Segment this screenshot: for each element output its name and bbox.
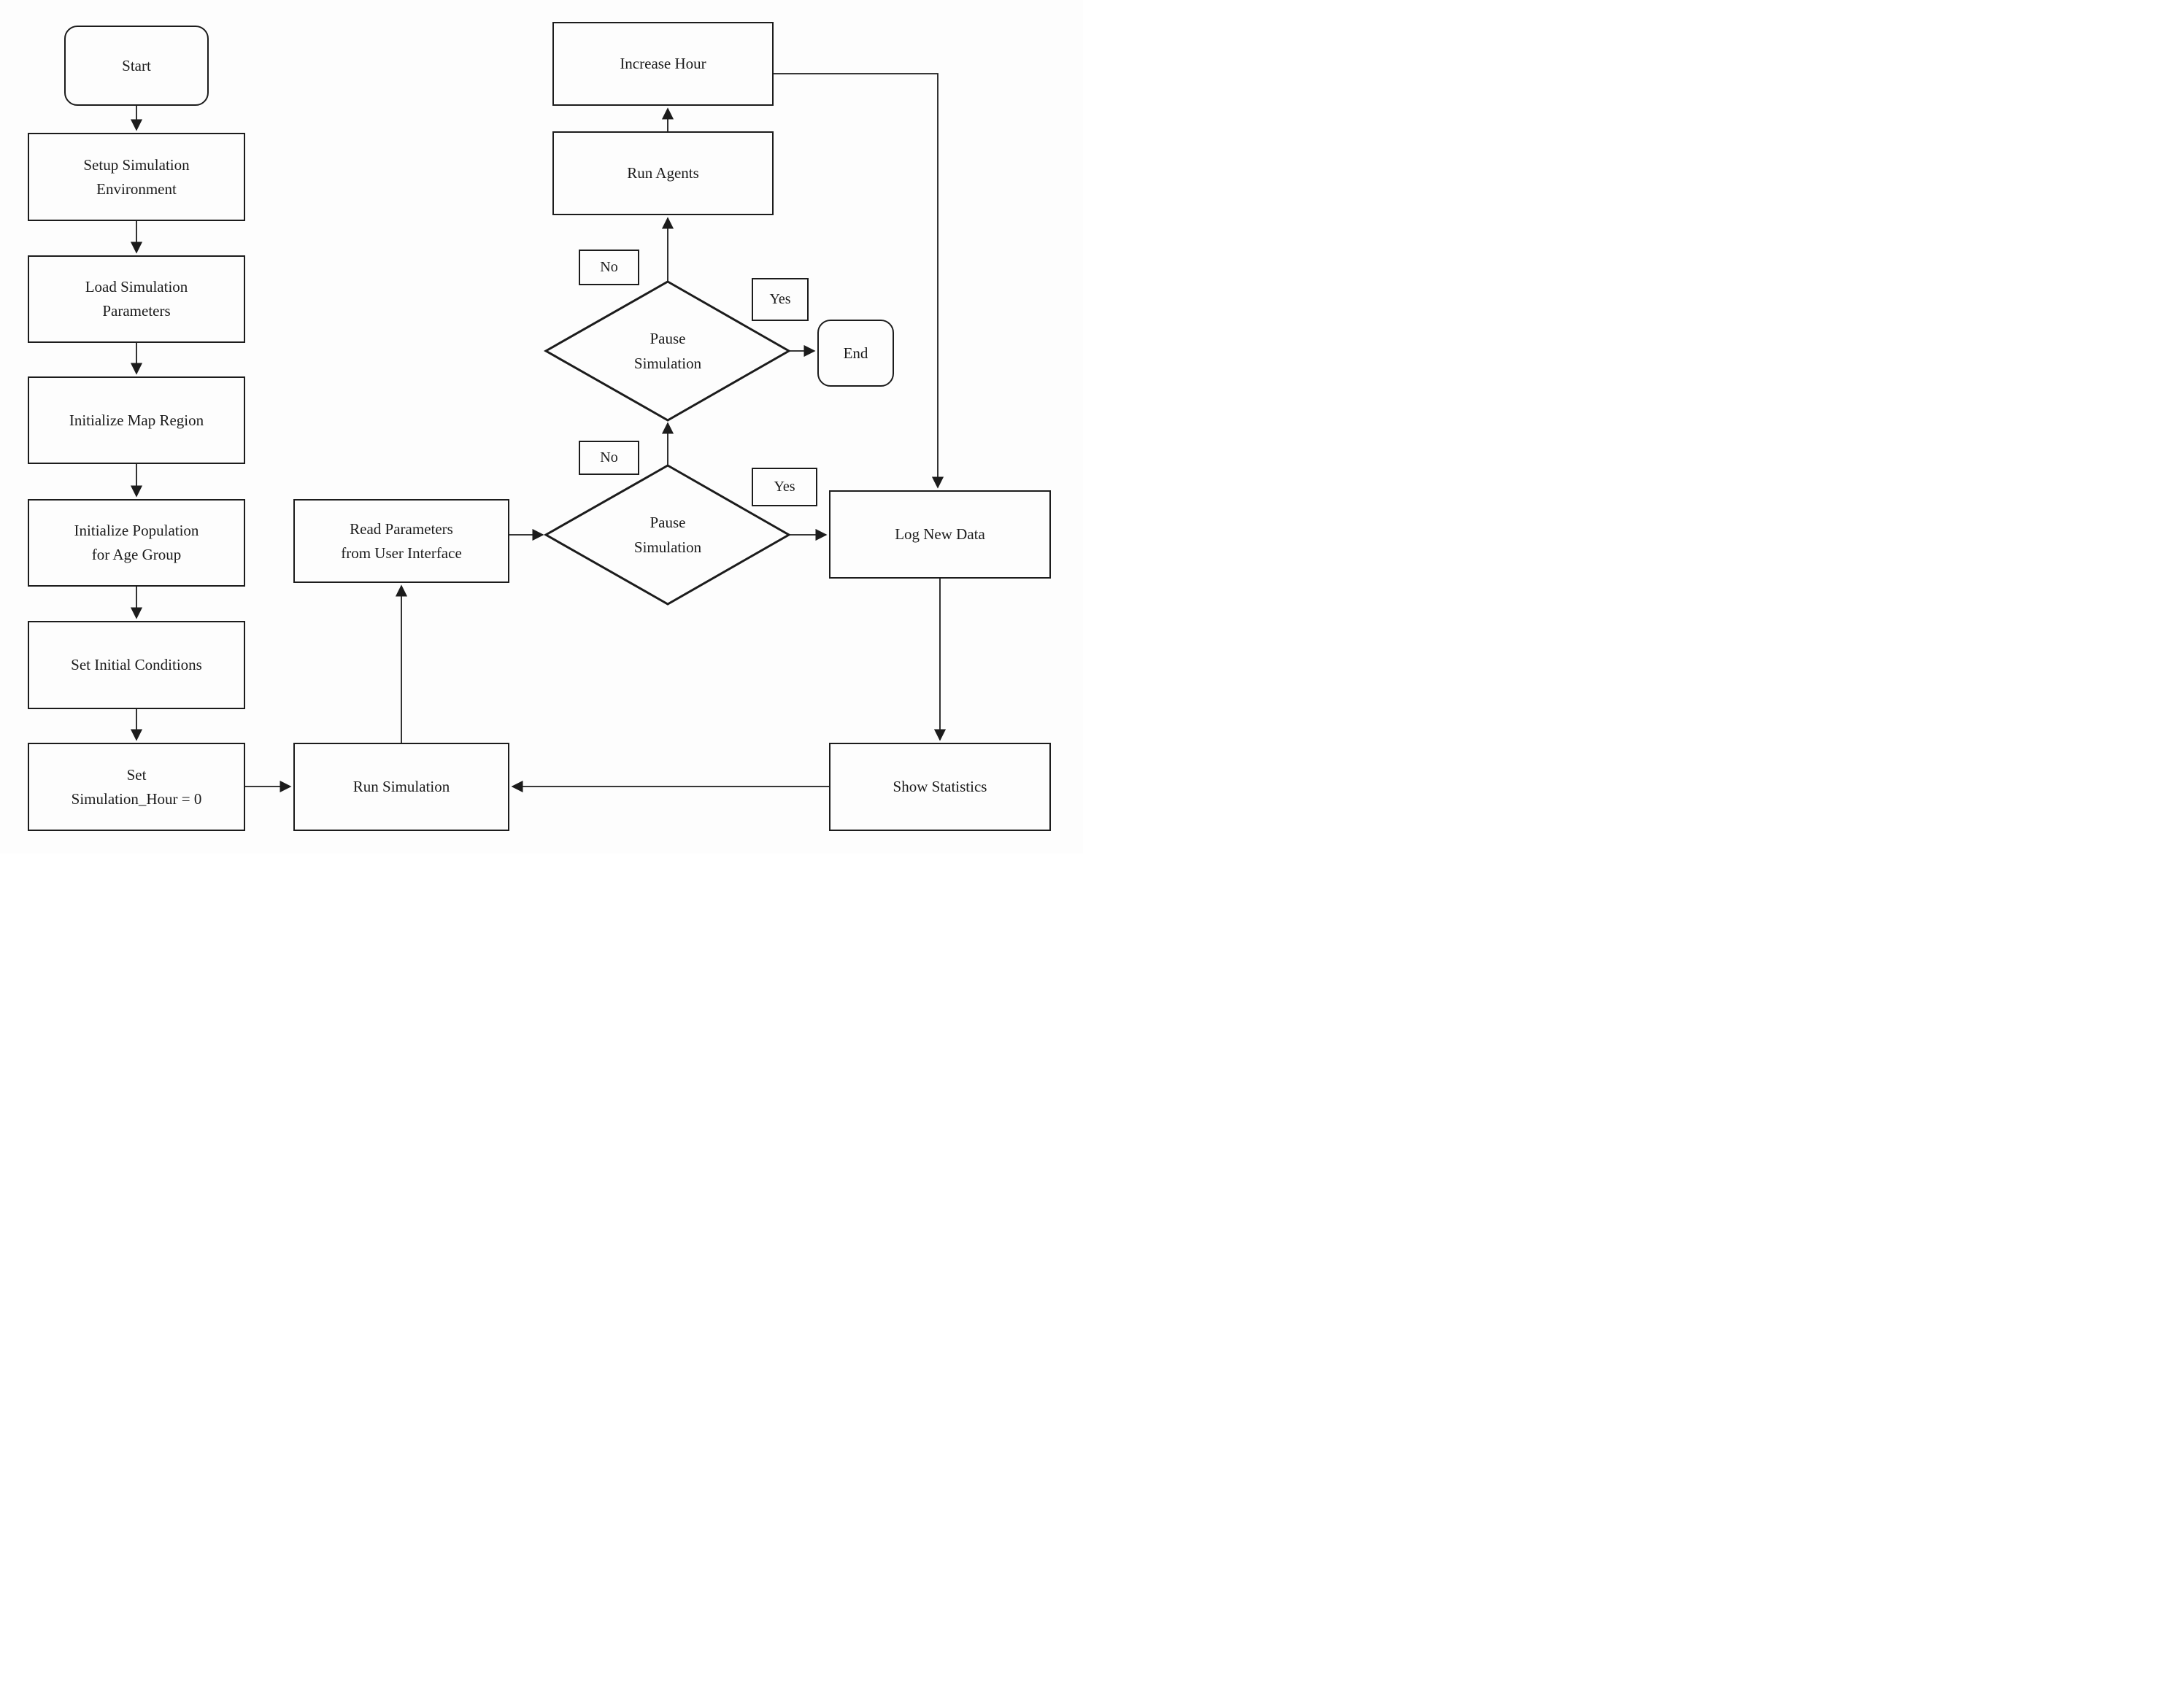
node-set-initial-conditions: Set Initial Conditions bbox=[28, 621, 245, 709]
flowchart-connectors bbox=[130, 73, 947, 793]
node-end: End bbox=[817, 320, 894, 387]
node-end-label: End bbox=[843, 344, 868, 362]
edge-label-yes-upper: Yes bbox=[752, 278, 809, 321]
node-setup-simulation-environment: Setup Simulation Environment bbox=[28, 133, 245, 221]
node-read-parameters-from-user-interface: Read Parameters from User Interface bbox=[293, 499, 509, 583]
decision-diamond-upper bbox=[543, 280, 792, 422]
edge-label-no-lower: No bbox=[579, 441, 639, 475]
node-run-agents: Run Agents bbox=[552, 131, 774, 215]
node-initialize-population-for-age-group: Initialize Population for Age Group bbox=[28, 499, 245, 587]
node-initialize-map-region: Initialize Map Region bbox=[28, 376, 245, 464]
node-start: Start bbox=[64, 26, 209, 106]
node-log-new-data: Log New Data bbox=[829, 490, 1051, 579]
node-start-label: Start bbox=[122, 56, 151, 74]
node-increase-hour: Increase Hour bbox=[552, 22, 774, 106]
arrow-increasehour-to-lognewdata bbox=[774, 73, 944, 489]
decision-diamond-lower bbox=[543, 464, 792, 606]
edge-label-no-upper: No bbox=[579, 250, 639, 285]
node-show-statistics: Show Statistics bbox=[829, 743, 1051, 831]
node-run-simulation: Run Simulation bbox=[293, 743, 509, 831]
flowchart-canvas: Start Setup Simulation Environment Load … bbox=[0, 0, 1083, 854]
node-set-simulation-hour-0: Set Simulation_Hour = 0 bbox=[28, 743, 245, 831]
node-load-simulation-parameters: Load Simulation Parameters bbox=[28, 255, 245, 343]
edge-label-yes-lower: Yes bbox=[752, 468, 817, 506]
